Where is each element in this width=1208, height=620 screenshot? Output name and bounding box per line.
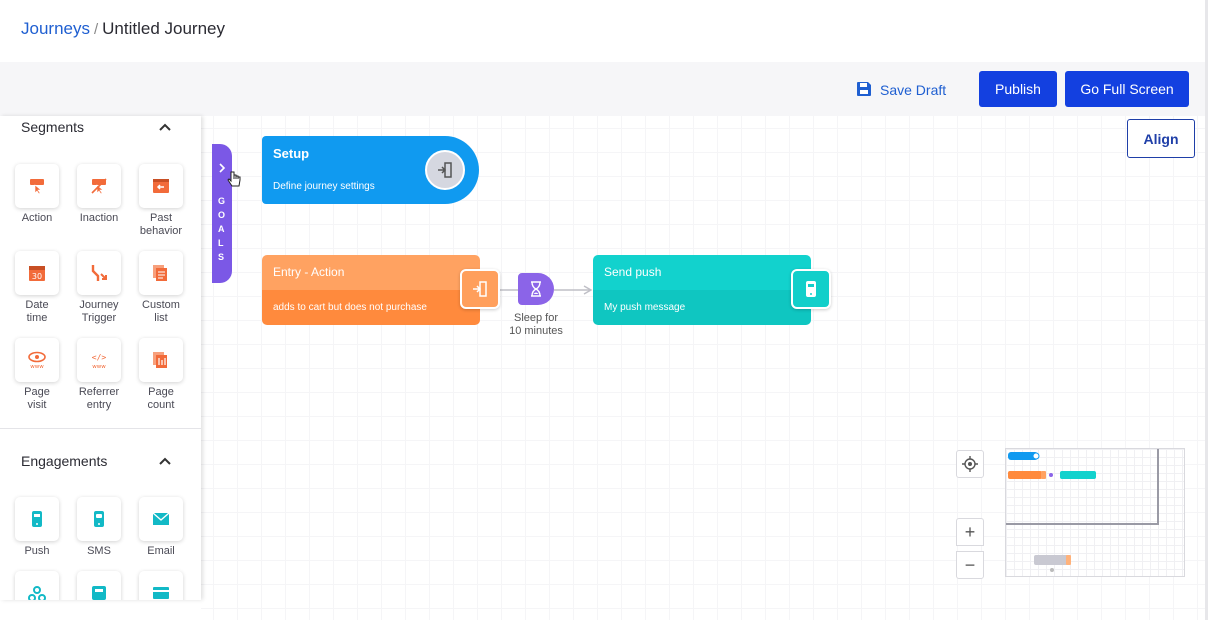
page-title: Untitled Journey bbox=[102, 19, 225, 38]
sleep-node[interactable] bbox=[518, 273, 554, 305]
sleep-label-line2: 10 minutes bbox=[509, 325, 563, 337]
publish-button[interactable]: Publish bbox=[979, 71, 1057, 107]
breadcrumb: Journeys/Untitled Journey bbox=[21, 19, 225, 39]
component-palette: Segments Action Inaction Past behavior 3… bbox=[0, 116, 201, 600]
tile-label: SMS bbox=[87, 545, 111, 557]
push-title: Send push bbox=[604, 265, 662, 279]
engagement-sms[interactable]: SMS bbox=[68, 497, 130, 558]
engagements-heading: Engagements bbox=[21, 453, 108, 469]
engagement-more-1[interactable] bbox=[6, 571, 68, 600]
send-push-node[interactable]: Send push My push message bbox=[593, 255, 811, 325]
sms-icon bbox=[94, 511, 104, 527]
custom-list-icon bbox=[153, 265, 167, 281]
door-enter-icon bbox=[438, 162, 452, 178]
eye-www-icon: www bbox=[28, 351, 46, 370]
setup-title: Setup bbox=[273, 146, 310, 161]
breadcrumb-separator: / bbox=[93, 21, 99, 38]
tile-label: Page visit bbox=[24, 386, 50, 411]
recenter-button[interactable] bbox=[956, 450, 984, 478]
calendar-icon: 30 bbox=[29, 266, 45, 281]
save-draft-button[interactable]: Save Draft bbox=[856, 80, 946, 100]
zoom-in-button[interactable]: + bbox=[956, 518, 984, 546]
email-icon bbox=[152, 512, 170, 525]
engagement-email[interactable]: Email bbox=[130, 497, 192, 558]
journey-trigger-icon bbox=[91, 265, 107, 281]
save-icon bbox=[856, 81, 872, 100]
segments-heading: Segments bbox=[21, 119, 85, 135]
segment-action[interactable]: Action bbox=[6, 164, 68, 225]
code-www-icon: </> www bbox=[92, 353, 107, 370]
tile-label: Date time bbox=[25, 299, 49, 324]
sleep-label: Sleep for 10 minutes bbox=[500, 312, 572, 338]
svg-text:www: www bbox=[92, 364, 106, 370]
entry-node-handle[interactable] bbox=[460, 269, 500, 309]
chevron-up-icon[interactable] bbox=[158, 454, 172, 468]
chevron-right-icon bbox=[219, 163, 226, 173]
action-icon bbox=[30, 179, 44, 195]
push-icon bbox=[32, 511, 42, 527]
page-count-icon bbox=[153, 352, 167, 368]
tile-label: Email bbox=[147, 545, 175, 557]
svg-text:www: www bbox=[30, 364, 44, 370]
segment-inaction[interactable]: Inaction bbox=[68, 164, 130, 225]
flow-connector bbox=[500, 285, 593, 295]
segment-custom-list[interactable]: Custom list bbox=[130, 251, 192, 325]
segment-page-count[interactable]: Page count bbox=[130, 338, 192, 412]
setup-node[interactable]: Setup Define journey settings bbox=[262, 136, 479, 204]
card-icon bbox=[153, 587, 169, 599]
breadcrumb-journeys-link[interactable]: Journeys bbox=[21, 19, 90, 38]
segment-journey-trigger[interactable]: Journey Trigger bbox=[68, 251, 130, 325]
segment-referrer-entry[interactable]: </> www Referrer entry bbox=[68, 338, 130, 412]
door-enter-icon bbox=[473, 281, 487, 297]
tile-label: Journey Trigger bbox=[79, 299, 119, 324]
align-button[interactable]: Align bbox=[1127, 119, 1195, 158]
save-draft-label: Save Draft bbox=[880, 82, 947, 98]
go-full-screen-button[interactable]: Go Full Screen bbox=[1065, 71, 1189, 107]
engagement-push[interactable]: Push bbox=[6, 497, 68, 558]
tile-label: Custom list bbox=[142, 299, 180, 324]
entry-subtitle: adds to cart but does not purchase bbox=[273, 302, 427, 313]
engagement-more-2[interactable] bbox=[68, 571, 130, 600]
segment-date-time[interactable]: 30 Date time bbox=[6, 251, 68, 325]
chevron-up-icon[interactable] bbox=[158, 120, 172, 134]
push-subtitle: My push message bbox=[604, 302, 686, 313]
scrollbar[interactable] bbox=[1205, 0, 1208, 620]
past-behavior-icon bbox=[153, 179, 169, 193]
tile-label: Inaction bbox=[79, 212, 119, 224]
push-icon bbox=[806, 281, 816, 297]
tile-label: Push bbox=[24, 545, 50, 557]
segment-past-behavior[interactable]: Past behavior bbox=[130, 164, 192, 238]
tile-label: Page count bbox=[147, 386, 175, 411]
section-divider bbox=[0, 428, 201, 429]
minimap-nodes bbox=[1008, 452, 1096, 572]
svg-text:</>: </> bbox=[92, 353, 107, 362]
webhook-icon bbox=[28, 586, 46, 600]
svg-text:30: 30 bbox=[32, 272, 42, 281]
header: Journeys/Untitled Journey bbox=[0, 0, 1208, 62]
zoom-out-button[interactable]: − bbox=[956, 551, 984, 579]
entry-title: Entry - Action bbox=[273, 265, 345, 279]
hand-cursor-icon bbox=[227, 171, 241, 187]
entry-action-node[interactable]: Entry - Action adds to cart but does not… bbox=[262, 255, 480, 325]
in-app-icon bbox=[92, 586, 106, 600]
crosshair-icon bbox=[962, 456, 978, 472]
minimap-viewport[interactable] bbox=[1006, 449, 1159, 525]
inaction-icon bbox=[91, 178, 107, 195]
tile-label: Action bbox=[21, 212, 53, 224]
engagement-more-3[interactable] bbox=[130, 571, 192, 600]
tile-label: Past behavior bbox=[139, 212, 183, 237]
hourglass-icon bbox=[531, 281, 541, 297]
setup-settings-button[interactable] bbox=[425, 150, 465, 190]
segment-page-visit[interactable]: www Page visit bbox=[6, 338, 68, 412]
push-node-handle[interactable] bbox=[791, 269, 831, 309]
setup-subtitle: Define journey settings bbox=[273, 181, 375, 192]
tile-label: Referrer entry bbox=[78, 386, 120, 411]
sleep-label-line1: Sleep for bbox=[513, 312, 559, 324]
minimap[interactable] bbox=[1005, 448, 1185, 577]
